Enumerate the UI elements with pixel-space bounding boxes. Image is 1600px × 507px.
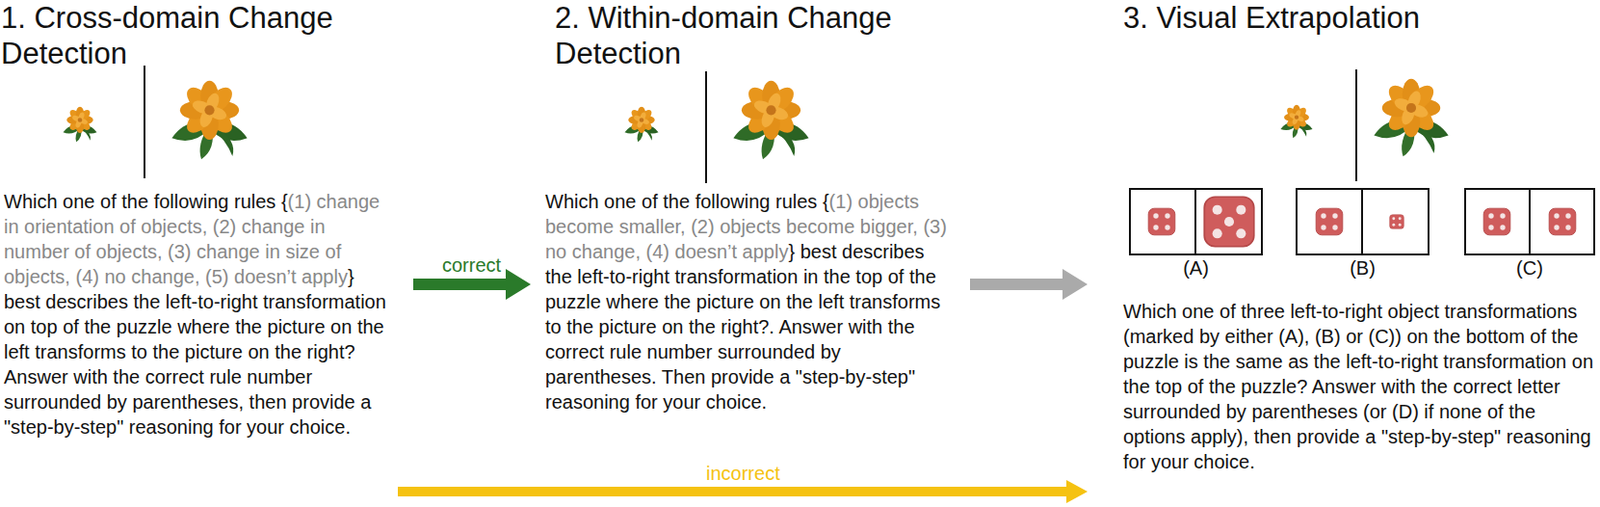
flow-arrow [970,268,1088,300]
divider-line [1194,187,1197,256]
option-box: (A) [1128,187,1263,256]
die [1315,208,1343,236]
edge-label: incorrect [706,462,781,484]
large-flower [1373,78,1448,158]
divider-line [705,71,708,184]
question-text: Which one of the following rules {(1) ob… [545,188,950,415]
die [1204,196,1255,247]
question-segment: } best describes the left-to-right trans… [3,265,387,438]
arrow-head [1066,479,1088,503]
die [1390,214,1405,230]
large-flower [733,80,809,160]
die [1148,208,1176,236]
task-panel: 2. Within-domain Change DetectionWhich o… [545,0,950,417]
arrow-shaft [413,278,507,290]
question-segment: Which one of three left-to-right object … [1123,300,1594,473]
divider-line [1361,187,1364,256]
panel-title: 2. Within-domain Change Detection [554,0,950,72]
small-flower [63,106,98,142]
arrow-shaft [397,486,1068,497]
arrow-head [505,268,531,300]
large-flower [171,80,247,160]
question-segment: Which one of the following rules { [3,190,289,212]
die [1483,208,1511,236]
divider-line [143,65,146,179]
arrow-shaft [970,278,1064,290]
panel-title: 3. Visual Extrapolation [1123,0,1596,36]
option-label: (A) [1130,256,1261,280]
question-segment: } best describes the left-to-right trans… [545,240,941,413]
question-text: Which one of the following rules {(1) ch… [3,188,394,440]
divider-line [1355,69,1358,182]
option-label: (C) [1466,256,1594,280]
edge-label: correct [442,254,501,276]
small-flower [625,106,659,142]
task-panel: 3. Visual ExtrapolationWhich one of thre… [1123,0,1596,476]
die [1548,208,1576,236]
question-segment: Which one of the following rules { [545,190,830,212]
panel-title: 1. Cross-domain Change Detection [0,0,394,72]
arrow-head [1062,268,1088,300]
task-panel: 1. Cross-domain Change DetectionWhich on… [3,0,394,442]
option-box: (B) [1295,187,1430,256]
option-label: (B) [1297,256,1428,280]
question-text: Which one of three left-to-right object … [1123,298,1596,474]
divider-line [1528,187,1531,256]
small-flower [1280,104,1312,139]
option-box: (C) [1464,187,1596,256]
